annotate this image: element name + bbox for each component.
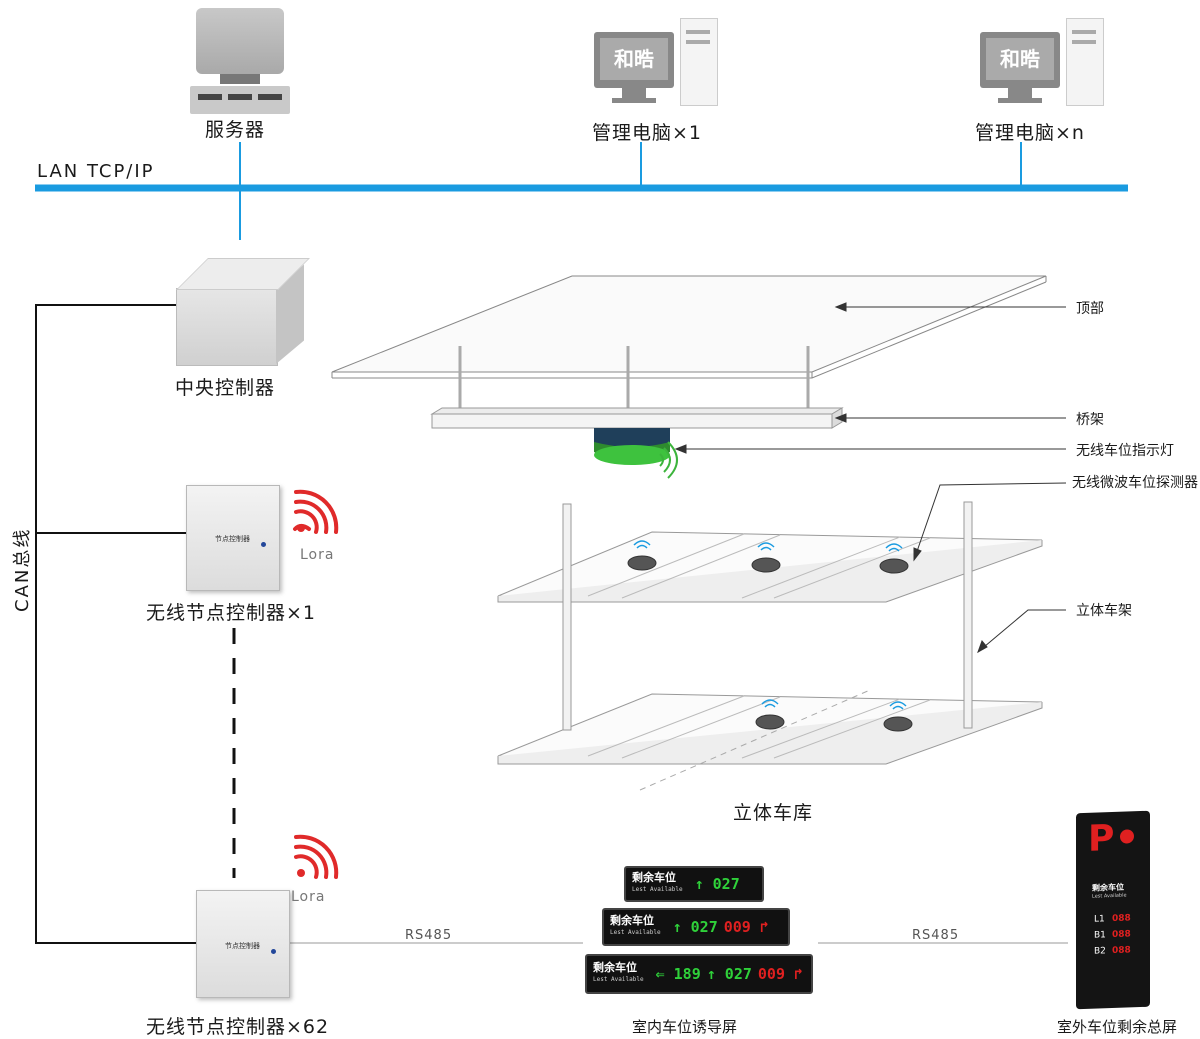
rack-ghost-line [639, 689, 871, 791]
node-controller-1-icon: 节点控制器 [186, 485, 280, 591]
lora-icon-2 [294, 834, 339, 879]
pc1-icon: 和晧 [594, 18, 724, 106]
detectors [627, 555, 913, 732]
outdoor-sign-sub: Lest Available [1092, 892, 1127, 900]
indoor-sign-2-red: 009 ↱ [723, 918, 769, 936]
central-controller-icon [176, 258, 310, 368]
pcn-label: 管理电脑×n [975, 122, 1085, 144]
callout-lines [674, 302, 1067, 654]
rack-posts [562, 501, 973, 731]
node-controller-62-icon: 节点控制器 [196, 890, 290, 998]
outdoor-row-1-name: L1 [1094, 914, 1105, 925]
central-controller-label: 中央控制器 [175, 377, 276, 399]
rack-label: 立体车架 [1076, 603, 1132, 619]
indoor-sign-3-red: 009 ↱ [757, 965, 804, 983]
rs485-right-label: RS485 [912, 928, 960, 943]
pcn-icon: 和晧 [980, 18, 1110, 106]
lan-label: LAN TCP/IP [37, 161, 155, 182]
pc1-label: 管理电脑×1 [592, 122, 703, 144]
indoor-sign-label: 室内车位诱导屏 [632, 1018, 738, 1036]
indicator-wave-icon [659, 441, 678, 479]
indoor-sign-3-green-left: ⇐ 189 [655, 965, 701, 983]
outdoor-row-3-value: 088 [1112, 945, 1131, 957]
lora-label-2: Lora [291, 889, 326, 905]
garage-roof [331, 275, 1047, 379]
bridge-label: 桥架 [1076, 412, 1104, 428]
outdoor-sign-p: P [1088, 817, 1115, 860]
indoor-sign-3-green: ↑ 027 [706, 965, 752, 983]
node-box-text-1: 节点控制器 [215, 535, 250, 543]
pc1-screen-text: 和晧 [600, 38, 668, 80]
lora-dot-1 [297, 524, 305, 532]
indoor-sign-2-green: ↑ 027 [672, 918, 718, 936]
indicator-light [594, 428, 670, 465]
node-controller-1-label: 无线节点控制器×1 [146, 602, 317, 624]
indicator-label: 无线车位指示灯 [1076, 443, 1174, 459]
indoor-sign-1-green: ↑ 027 [694, 875, 740, 893]
garage-title: 立体车库 [733, 802, 814, 824]
can-bus-label: CAN总线 [12, 527, 33, 612]
bridge-tray [430, 407, 844, 429]
rs485-left-label: RS485 [405, 928, 453, 943]
pcn-screen-text: 和晧 [986, 38, 1054, 80]
node-controller-62-label: 无线节点控制器×62 [146, 1016, 330, 1038]
lora-dot-2 [297, 869, 305, 877]
server-icon [190, 8, 290, 114]
lora-icon-1 [293, 489, 339, 534]
detector-wave-icons [633, 540, 907, 710]
outdoor-row-2-value: 088 [1112, 929, 1131, 941]
outdoor-sign: P 剩余车位 Lest Available L1 088 B1 088 B2 0… [1076, 810, 1150, 1010]
server-label: 服务器 [205, 119, 266, 141]
outdoor-row-3-name: B2 [1094, 946, 1106, 957]
can-bus [35, 304, 196, 944]
roof-label: 顶部 [1076, 301, 1104, 317]
outdoor-row-2-name: B1 [1094, 930, 1106, 941]
node-box-text-62: 节点控制器 [225, 942, 260, 950]
lora-label-1: Lora [300, 547, 335, 563]
outdoor-sign-label: 室外车位剩余总屏 [1057, 1018, 1178, 1036]
detector-label: 无线微波车位探测器 [1072, 475, 1198, 491]
outdoor-row-1-value: 088 [1112, 913, 1131, 925]
garage-hangers [458, 346, 810, 414]
